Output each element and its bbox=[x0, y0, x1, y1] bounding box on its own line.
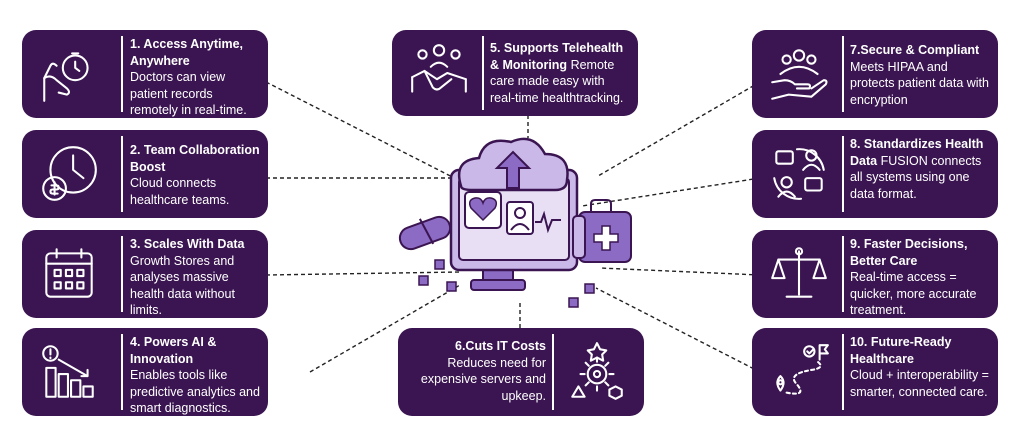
card-title: 8. Standardizes Health Data bbox=[850, 137, 984, 168]
card-body: Meets HIPAA and protects patient data wi… bbox=[850, 59, 989, 107]
card-title: 4. Powers AI & Innovation bbox=[130, 335, 217, 366]
card-body: Doctors can view patient records remotel… bbox=[130, 70, 247, 117]
card-title: 1. Access Anytime, Anywhere bbox=[130, 37, 244, 68]
separator bbox=[842, 334, 844, 410]
card-telehealth: 5. Supports Telehealth & Monitoring Remo… bbox=[392, 30, 638, 116]
card-title: 5. Supports Telehealth & Monitoring bbox=[490, 41, 624, 72]
separator bbox=[842, 236, 844, 312]
card-title: 7.Secure & Compliant bbox=[850, 43, 980, 57]
scales-icon bbox=[760, 230, 838, 318]
calendar-grid-icon bbox=[30, 230, 108, 318]
card-title: 2. Team Collaboration Boost bbox=[130, 143, 260, 174]
card-body: Cloud + interoperability = smarter, conn… bbox=[850, 368, 989, 399]
separator bbox=[121, 334, 123, 410]
card-body: Real-time access = quicker, more accurat… bbox=[850, 270, 977, 317]
separator bbox=[842, 136, 844, 212]
separator bbox=[121, 136, 123, 212]
separator bbox=[552, 334, 554, 410]
card-title: 3. Scales With Data bbox=[130, 237, 245, 251]
hand-stopwatch-icon bbox=[30, 30, 108, 118]
card-body: Cloud connects healthcare teams. bbox=[130, 176, 230, 207]
people-exchange-icon bbox=[760, 130, 838, 218]
card-title: 6.Cuts IT Costs bbox=[455, 339, 546, 353]
card-body: Growth Stores and analyses massive healt… bbox=[130, 253, 235, 318]
card-body: Enables tools like predictive analytics … bbox=[130, 368, 260, 415]
separator bbox=[842, 36, 844, 112]
card-standardizes-data: 8. Standardizes Health Data FUSION conne… bbox=[752, 130, 998, 218]
separator bbox=[482, 36, 484, 110]
card-body: FUSION connects all systems using one da… bbox=[850, 153, 982, 201]
card-body: Reduces need for expensive servers and u… bbox=[420, 355, 546, 403]
card-body: Remote care made easy with real-time hea… bbox=[490, 57, 624, 105]
separator bbox=[121, 36, 123, 112]
card-text: 8. Standardizes Health Data FUSION conne… bbox=[850, 136, 992, 202]
handshake-icon bbox=[400, 30, 478, 116]
declining-bars-icon bbox=[30, 328, 108, 416]
separator bbox=[121, 236, 123, 312]
gear-shapes-icon bbox=[558, 328, 636, 416]
card-text: 5. Supports Telehealth & Monitoring Remo… bbox=[490, 40, 632, 106]
cloud-computer-illustration bbox=[398, 137, 632, 308]
card-title: 10. Future-Ready Healthcare bbox=[850, 335, 952, 366]
clock-coin-icon bbox=[30, 130, 108, 218]
card-title: 9. Faster Decisions, Better Care bbox=[850, 237, 968, 268]
pill-icon bbox=[398, 215, 452, 251]
hand-people-icon bbox=[760, 30, 838, 118]
roadmap-flag-icon bbox=[760, 328, 838, 416]
medical-bag-icon bbox=[572, 199, 632, 263]
